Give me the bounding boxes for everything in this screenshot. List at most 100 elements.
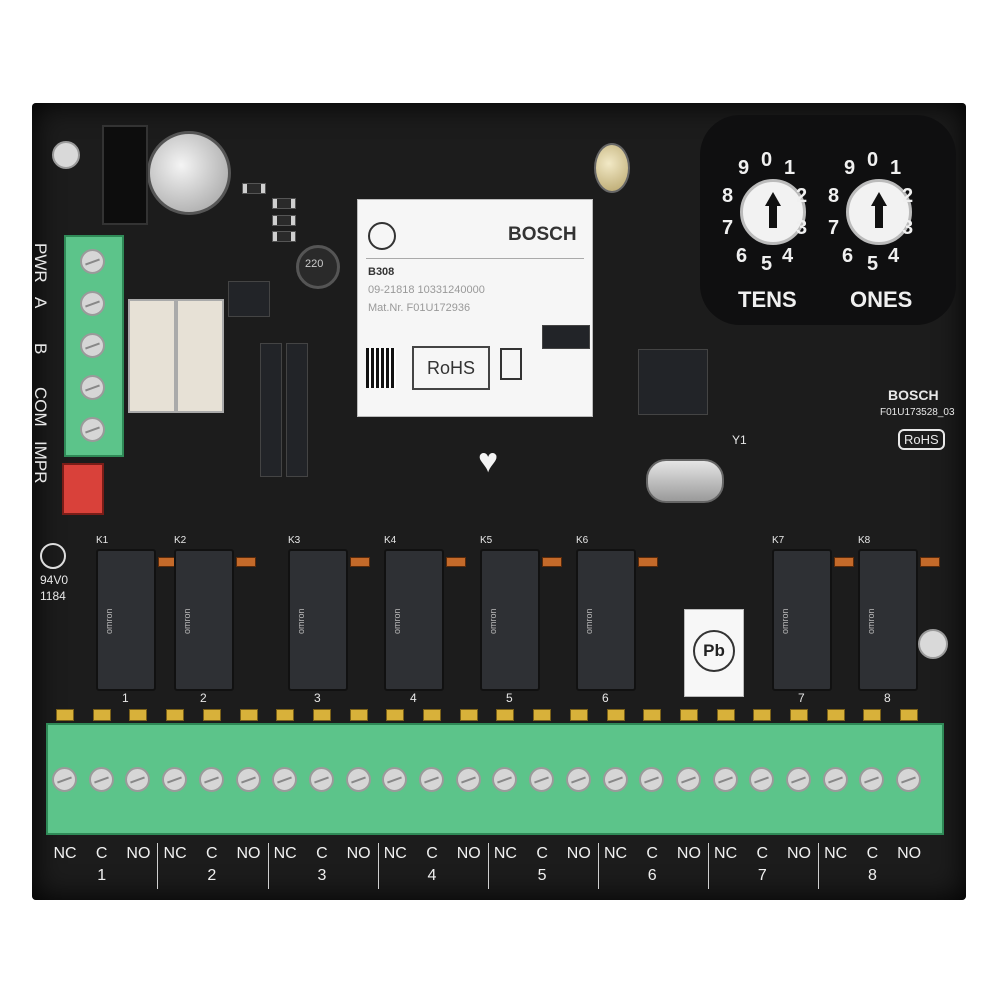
flyback-diode [446,557,466,567]
tamper-connector[interactable] [62,463,104,515]
tens-digit-9: 9 [738,157,750,179]
output-terminal-screw[interactable] [565,767,591,792]
relay-8: omron [858,549,918,691]
output-group-divider [707,843,709,889]
output-terminal-screw[interactable] [639,767,665,792]
power-screw-com[interactable] [80,375,105,400]
output-terminal-screw[interactable] [455,767,481,792]
smd-resistor [242,183,266,194]
terminal-label-c: C [316,845,328,862]
terminal-pin [129,709,148,721]
output-terminal-screw[interactable] [712,767,738,792]
power-screw-b[interactable] [80,333,105,358]
output-group-divider [818,843,819,889]
relay-ref: K8 [858,535,871,546]
output-number: 8 [867,867,877,884]
terminal-pin [56,709,74,721]
ones-rotary-switch[interactable] [846,179,912,245]
power-screw-impr[interactable] [80,417,105,442]
tens-digit-1: 1 [784,157,796,179]
output-terminal-screw[interactable] [749,767,775,792]
ones-digit-1: 1 [890,157,902,179]
output-group-divider [377,843,379,889]
relay-7: omron [772,549,832,691]
output-terminal-screw[interactable] [272,767,298,792]
terminal-pin [790,709,808,721]
output-terminal-screw[interactable] [492,767,518,792]
ones-digit-5: 5 [867,253,879,275]
relay-5: omron [480,549,540,691]
output-terminal-screw[interactable] [162,767,188,792]
voltage-regulator [228,281,270,317]
label-serial: 09-21818 10331240000 [368,284,485,296]
inductor: 220 [296,245,340,289]
output-terminal-screw[interactable] [602,767,628,792]
output-terminal-screw[interactable] [125,767,151,792]
output-terminal-screw[interactable] [419,767,444,792]
smd-resistor [272,231,296,242]
power-screw-pwr[interactable] [80,249,105,274]
tens-rotary-switch[interactable] [740,179,806,245]
terminal-label-nc: NC [163,845,187,862]
relay-1: omron [96,549,156,691]
ones-digit-6: 6 [842,245,854,267]
terminal-label-nc: NC [824,845,848,862]
output-terminal-screw[interactable] [308,767,334,792]
terminal-pin [312,709,331,721]
output-terminal-screw[interactable] [529,767,555,792]
flyback-diode [638,557,658,567]
relay-ref: K7 [772,535,785,546]
ul-mark-code: 1184 [40,589,66,603]
output-terminal-screw[interactable] [786,767,811,792]
terminal-pin [826,709,845,721]
output-terminal-screw[interactable] [198,767,224,792]
header-connector-p2[interactable] [128,299,176,413]
output-number: 3 [317,867,327,884]
terminal-label-c: C [536,845,548,862]
output-terminal-screw[interactable] [382,767,408,792]
header-connector-p3[interactable] [176,299,224,413]
output-terminal-screw[interactable] [52,767,77,792]
relay-4: omron [384,549,444,691]
label-model: B308 [368,266,395,278]
qr-code [366,348,396,388]
output-terminal-screw[interactable] [859,767,885,792]
mounting-hole-top-left [52,141,80,169]
terminal-label-c: C [756,845,769,862]
flyback-diode [542,557,562,567]
tens-digit-5: 5 [761,253,773,275]
output-number: 5 [537,867,547,884]
terminal-label-no: NO [126,845,151,862]
terminal-pin [276,709,295,721]
power-screw-a[interactable] [80,291,105,316]
ones-label: ONES [850,287,913,312]
terminal-label-nc: NC [714,845,738,862]
terminal-label-c: C [866,845,879,862]
output-terminal-screw[interactable] [235,767,261,792]
tens-digit-6: 6 [736,245,748,267]
output-terminal-screw[interactable] [896,767,922,792]
terminal-label-nc: NC [53,845,77,862]
relay-number: 2 [200,691,207,705]
heart-marker-icon: ♥ [478,442,499,480]
output-terminal-screw[interactable] [822,767,848,792]
battery-cap [594,143,630,193]
output-terminal-screw[interactable] [675,767,701,792]
board-part-number: F01U173528_03 [880,407,955,418]
output-group-divider [597,843,599,889]
relay-brand: omron [780,608,790,634]
product-label-sticker: BOSCH B308 09-21818 10331240000 Mat.Nr. … [357,199,593,417]
output-terminal-screw[interactable] [88,767,114,792]
flyback-diode [834,557,854,567]
terminal-pin [569,709,588,721]
terminal-label-no: NO [676,845,701,862]
output-number: 2 [207,867,217,884]
relay-ref: K5 [480,535,493,546]
relay-ref: K4 [384,535,397,546]
output-terminal-screw[interactable] [345,767,371,792]
terminal-pin [753,709,772,721]
ones-digit-8: 8 [828,185,840,207]
relay-brand: omron [584,608,594,634]
board-brand: BOSCH [888,387,939,403]
relay-brand: omron [296,608,306,634]
